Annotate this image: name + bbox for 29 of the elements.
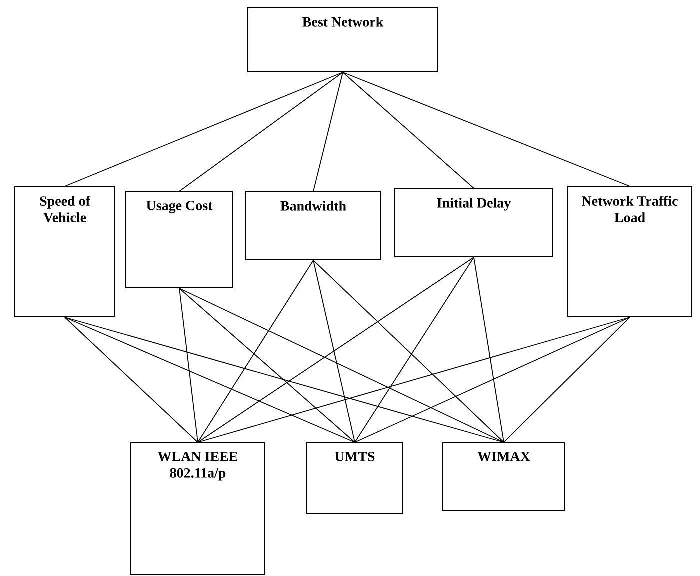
- connector-line: [313, 72, 344, 192]
- connector-line: [198, 260, 314, 443]
- connector-line: [474, 257, 504, 443]
- connector-line: [313, 260, 356, 443]
- criterion-box: Usage Cost: [126, 192, 234, 288]
- criterion-box: WLAN IEEE 802.11a/p: [130, 442, 266, 576]
- connector-line: [179, 288, 504, 443]
- connector-line: [504, 317, 630, 443]
- connector-line: [354, 257, 474, 443]
- connector-line: [64, 317, 356, 443]
- connector-line: [64, 317, 504, 443]
- connector-line: [354, 317, 630, 443]
- connector-line: [64, 72, 344, 187]
- criterion-box: WIMAX: [442, 442, 566, 512]
- connector-line: [342, 72, 630, 187]
- criterion-box: Best Network: [248, 8, 438, 72]
- connector-line: [179, 72, 344, 192]
- criterion-box: Speed of Vehicle: [14, 186, 116, 318]
- connector-line: [179, 288, 356, 443]
- criterion-box: Initial Delay: [394, 188, 554, 258]
- connector-line: [342, 72, 474, 189]
- criterion-box: Bandwidth: [246, 192, 382, 260]
- connector-line: [313, 260, 504, 443]
- connector-line: [179, 288, 198, 443]
- connector-line: [198, 317, 630, 443]
- connector-line: [64, 317, 198, 443]
- criterion-box: Network Traffic Load: [568, 186, 692, 318]
- criterion-box: UMTS: [306, 442, 404, 514]
- connector-line: [198, 257, 474, 443]
